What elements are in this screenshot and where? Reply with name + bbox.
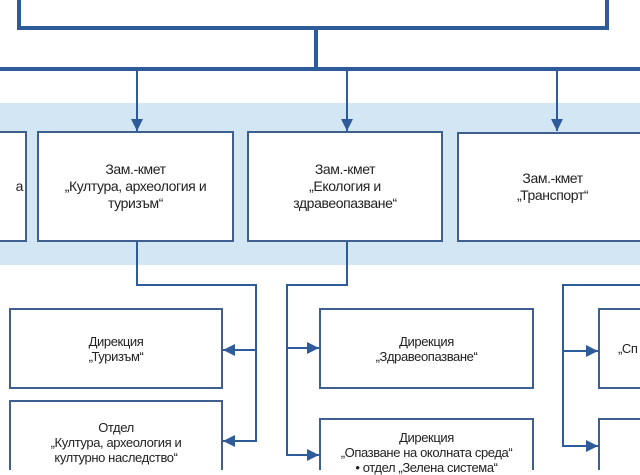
unit-box-tourism[interactable]: Дирекция „Туризъм“ <box>9 308 223 389</box>
unit-box-transport-1[interactable]: „Сп <box>598 308 640 389</box>
deputy-box-left-clipped[interactable]: а <box>0 131 27 242</box>
transport-branch <box>562 284 640 447</box>
unit-transport-1-label: „Сп <box>618 341 638 356</box>
unit-box-culture-heritage[interactable]: Отдел „Култура, археология и културно на… <box>9 400 223 470</box>
unit-culture-heritage-label: Отдел „Култура, археология и културно на… <box>50 420 182 465</box>
unit-box-transport-2[interactable] <box>598 418 640 470</box>
unit-healthcare-label: Дирекция „Здравеопазване“ <box>375 333 478 364</box>
unit-box-healthcare[interactable]: Дирекция „Здравеопазване“ <box>319 308 534 389</box>
deputy-box-culture[interactable]: Зам.-кмет „Култура, археология и туризъм… <box>37 131 234 242</box>
deputy-transport-label: Зам.-кмет „Транспорт“ <box>517 170 589 203</box>
ecology-branch <box>286 242 348 456</box>
unit-tourism-label: Дирекция „Туризъм“ <box>88 333 144 364</box>
deputy-box-transport[interactable]: Зам.-кмет „Транспорт“ <box>457 132 640 242</box>
deputy-ecology-label: Зам.-кмет „Екология и здравеопазване“ <box>293 161 397 211</box>
deputy-box-ecology[interactable]: Зам.-кмет „Екология и здравеопазване“ <box>247 131 443 242</box>
deputy-left-clipped-label: а <box>15 178 24 194</box>
mayor-box <box>17 0 609 30</box>
deputy-culture-label: Зам.-кмет „Култура, археология и туризъм… <box>64 161 207 211</box>
culture-branch <box>136 242 257 442</box>
